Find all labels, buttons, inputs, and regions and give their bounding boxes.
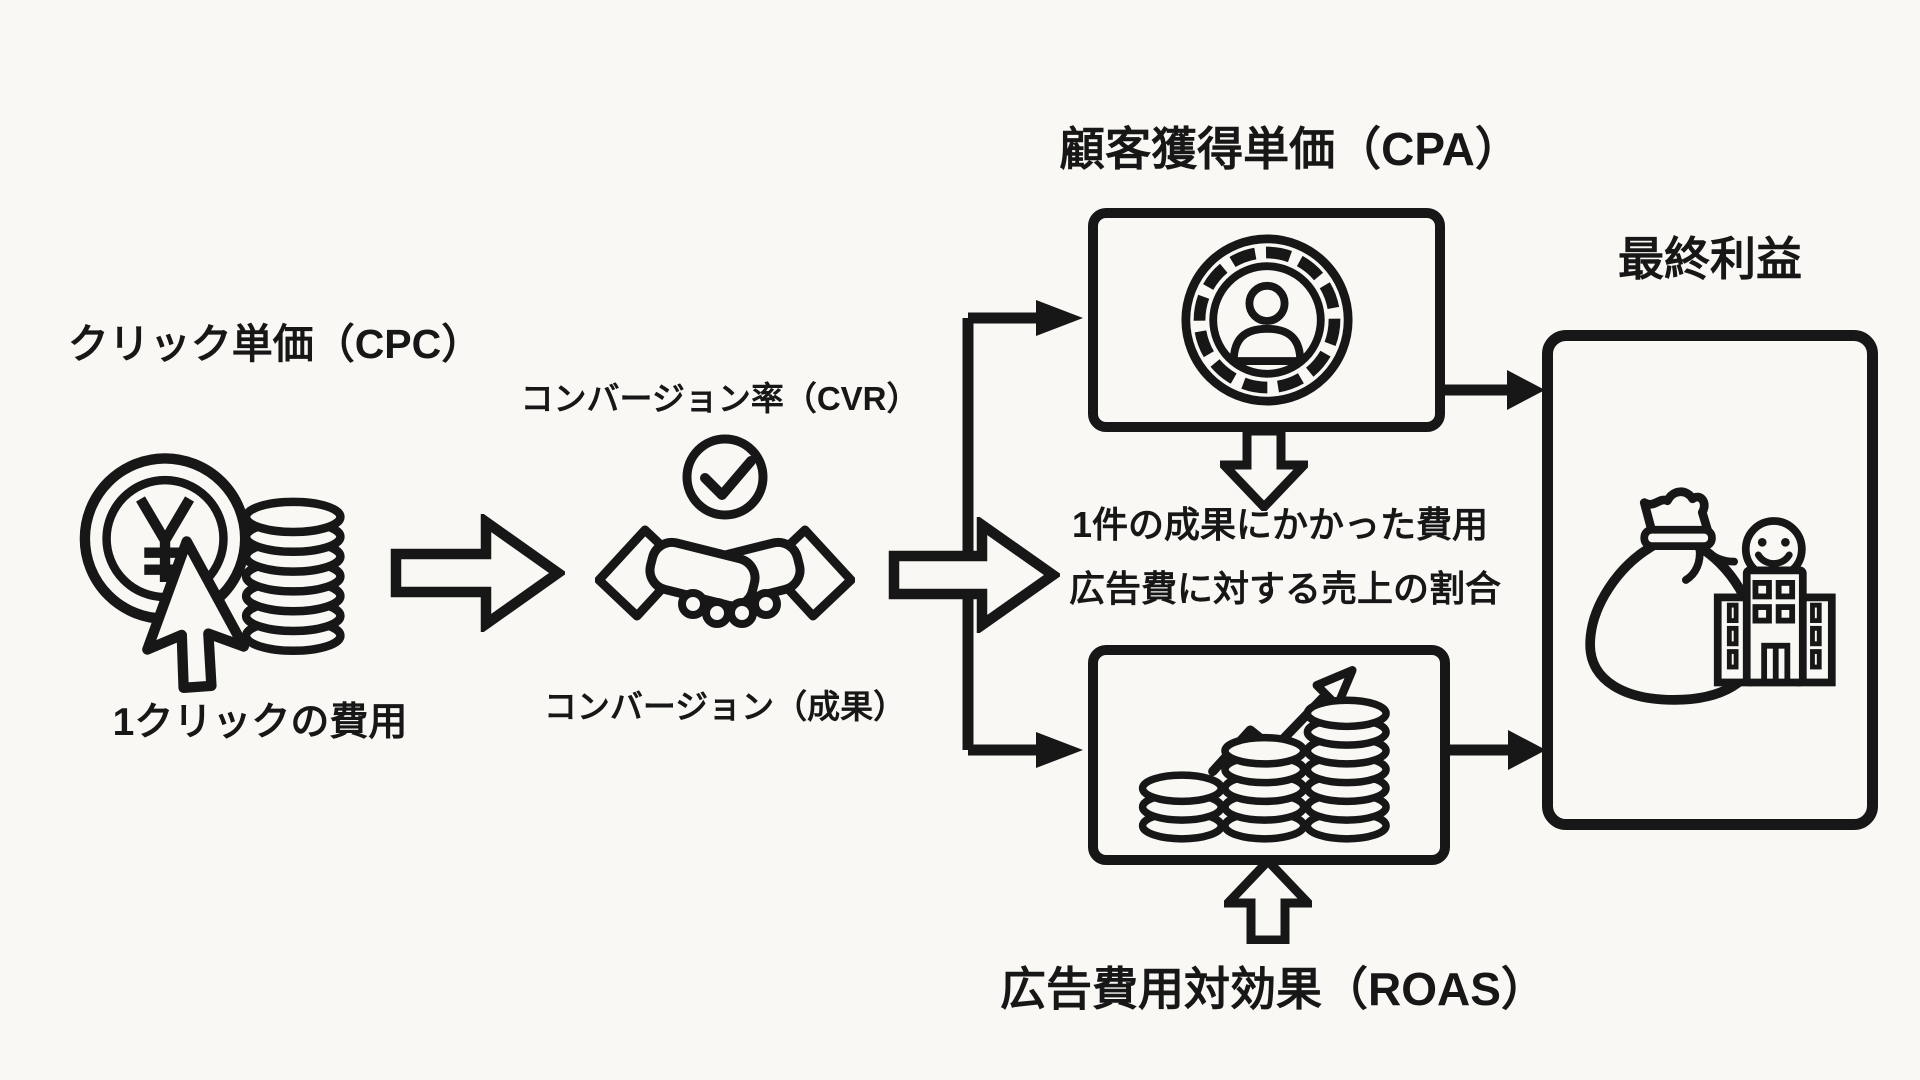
customer-coin-icon	[1180, 234, 1353, 406]
profit-box	[1542, 330, 1878, 830]
profit-title: 最終利益	[1618, 233, 1802, 285]
roas-box	[1088, 645, 1450, 865]
roas-title: 広告費用対効果（ROAS）	[1000, 963, 1547, 1015]
arrow-cpa-to-description	[1220, 427, 1308, 511]
cpa-description: 1件の成果にかかった費用	[1071, 504, 1489, 545]
yen-coin-click-icon	[79, 453, 345, 693]
arrow-roas-to-profit	[1448, 730, 1546, 770]
cvr-caption: コンバージョン（成果）	[543, 688, 907, 725]
arrow-cpa-to-profit	[1443, 370, 1545, 410]
cpa-box	[1088, 208, 1445, 432]
cpa-title: 顧客獲得単価（CPA）	[1059, 123, 1521, 175]
money-bag-company-icon	[1585, 487, 1836, 705]
roas-description: 広告費に対する売上の割合	[1068, 568, 1501, 609]
cpc-caption: 1クリックの費用	[112, 701, 408, 744]
arrow-cvr-to-branch	[888, 517, 1060, 633]
coin-stacks-growth-icon	[1138, 666, 1390, 843]
branch-connector	[962, 300, 1083, 768]
handshake-check-icon	[595, 434, 855, 628]
arrow-cpc-to-cvr	[390, 514, 565, 632]
arrow-label-to-roas	[1224, 856, 1312, 944]
cursor-icon	[142, 536, 249, 693]
cvr-title: コンバージョン率（CVR）	[520, 380, 920, 417]
cpc-title: クリック単価（CPC）	[67, 321, 483, 367]
